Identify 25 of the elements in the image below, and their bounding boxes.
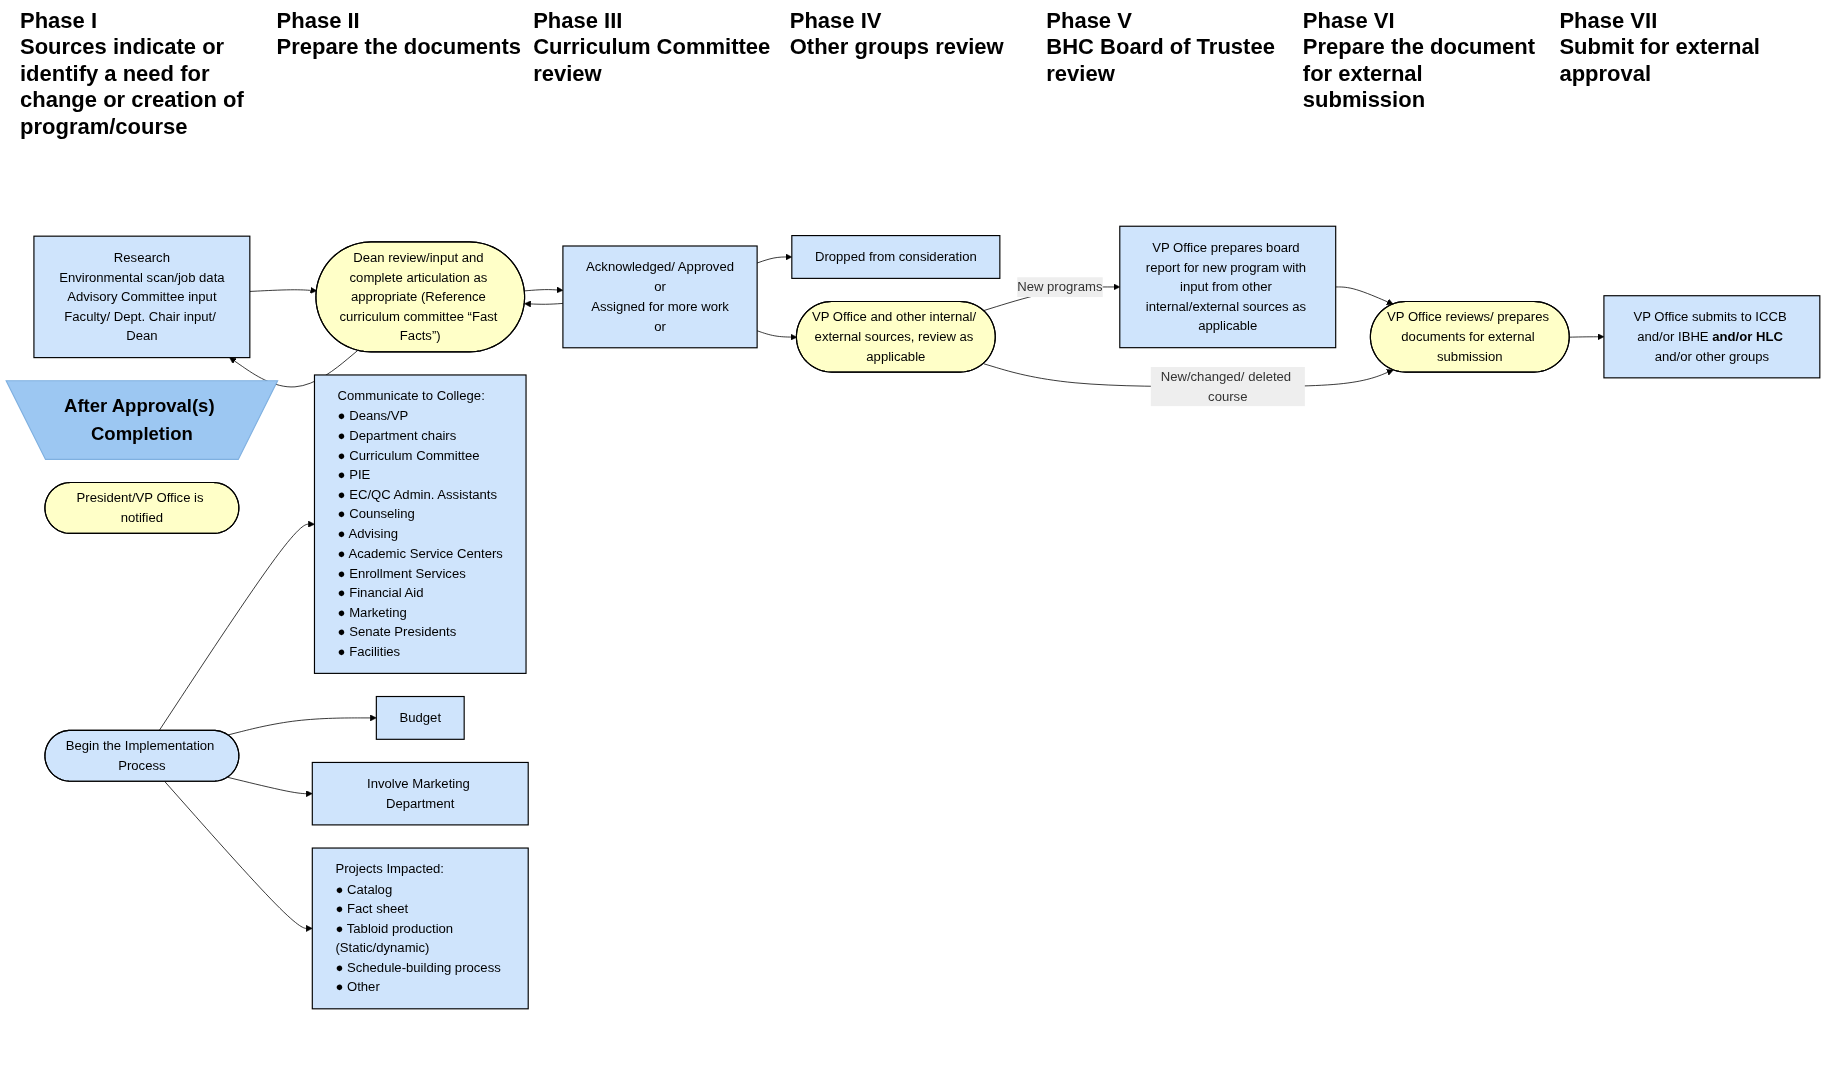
- phase-description: Prepare the document for external submission: [1302, 34, 1537, 114]
- phase-heading: Phase IV: [789, 8, 883, 35]
- node-box: Budget: [375, 695, 465, 740]
- node-box: Research Environmental scan/job data Advisory Committee input Faculty/ Dept. Chair input/ Dean: [33, 235, 251, 359]
- phase-description: Submit for external approval: [1559, 34, 1761, 88]
- node-box: Projects Impacted: ● Catalog ● Fact sheet ● Tabloid production (Static/dynamic) ● Schedule-building process ● Other: [311, 847, 529, 1010]
- node-box: Involve Marketing Department: [311, 761, 529, 826]
- node-box: VP Office submits to ICCB and/or IBHE and/or HLC and/or other groups: [1603, 295, 1821, 379]
- phase-heading: Phase I: [20, 8, 99, 35]
- edge-label: New/changed/ deleted course: [1160, 369, 1292, 404]
- node-box: Dropped from consideration: [791, 234, 1001, 279]
- node-box: Acknowledged/ Approved or Assigned for more work or: [562, 245, 758, 349]
- node-box: VP Office prepares board report for new program with input from other internal/external sources as applicable: [1119, 225, 1337, 349]
- phase-heading: Phase VII: [1559, 8, 1659, 35]
- phase-description: Sources indicate or identify a need for change or creation of program/course: [20, 34, 245, 140]
- phase-description: Curriculum Committee review: [533, 34, 772, 88]
- phase-description: BHC Board of Trustee review: [1046, 34, 1276, 88]
- phase-heading: Phase V: [1046, 8, 1133, 35]
- phase-description: Other groups review: [789, 34, 1005, 61]
- phase-heading: Phase II: [276, 8, 361, 35]
- phase-heading: Phase III: [533, 8, 624, 35]
- phase-description: Prepare the documents: [276, 34, 523, 61]
- node-box: Communicate to College: ● Deans/VP ● Department chairs ● Curriculum Committee ● PIE ● EC/QC Admin. Assistants ● Counseling ● Advising ● Academic Service Centers ● Enrollment Services ● Financial Aid ● Marketing ● Senate Presidents ● Facilities: [313, 374, 527, 674]
- edge-label: New programs: [1017, 279, 1103, 295]
- phase-heading: Phase VI: [1302, 8, 1396, 35]
